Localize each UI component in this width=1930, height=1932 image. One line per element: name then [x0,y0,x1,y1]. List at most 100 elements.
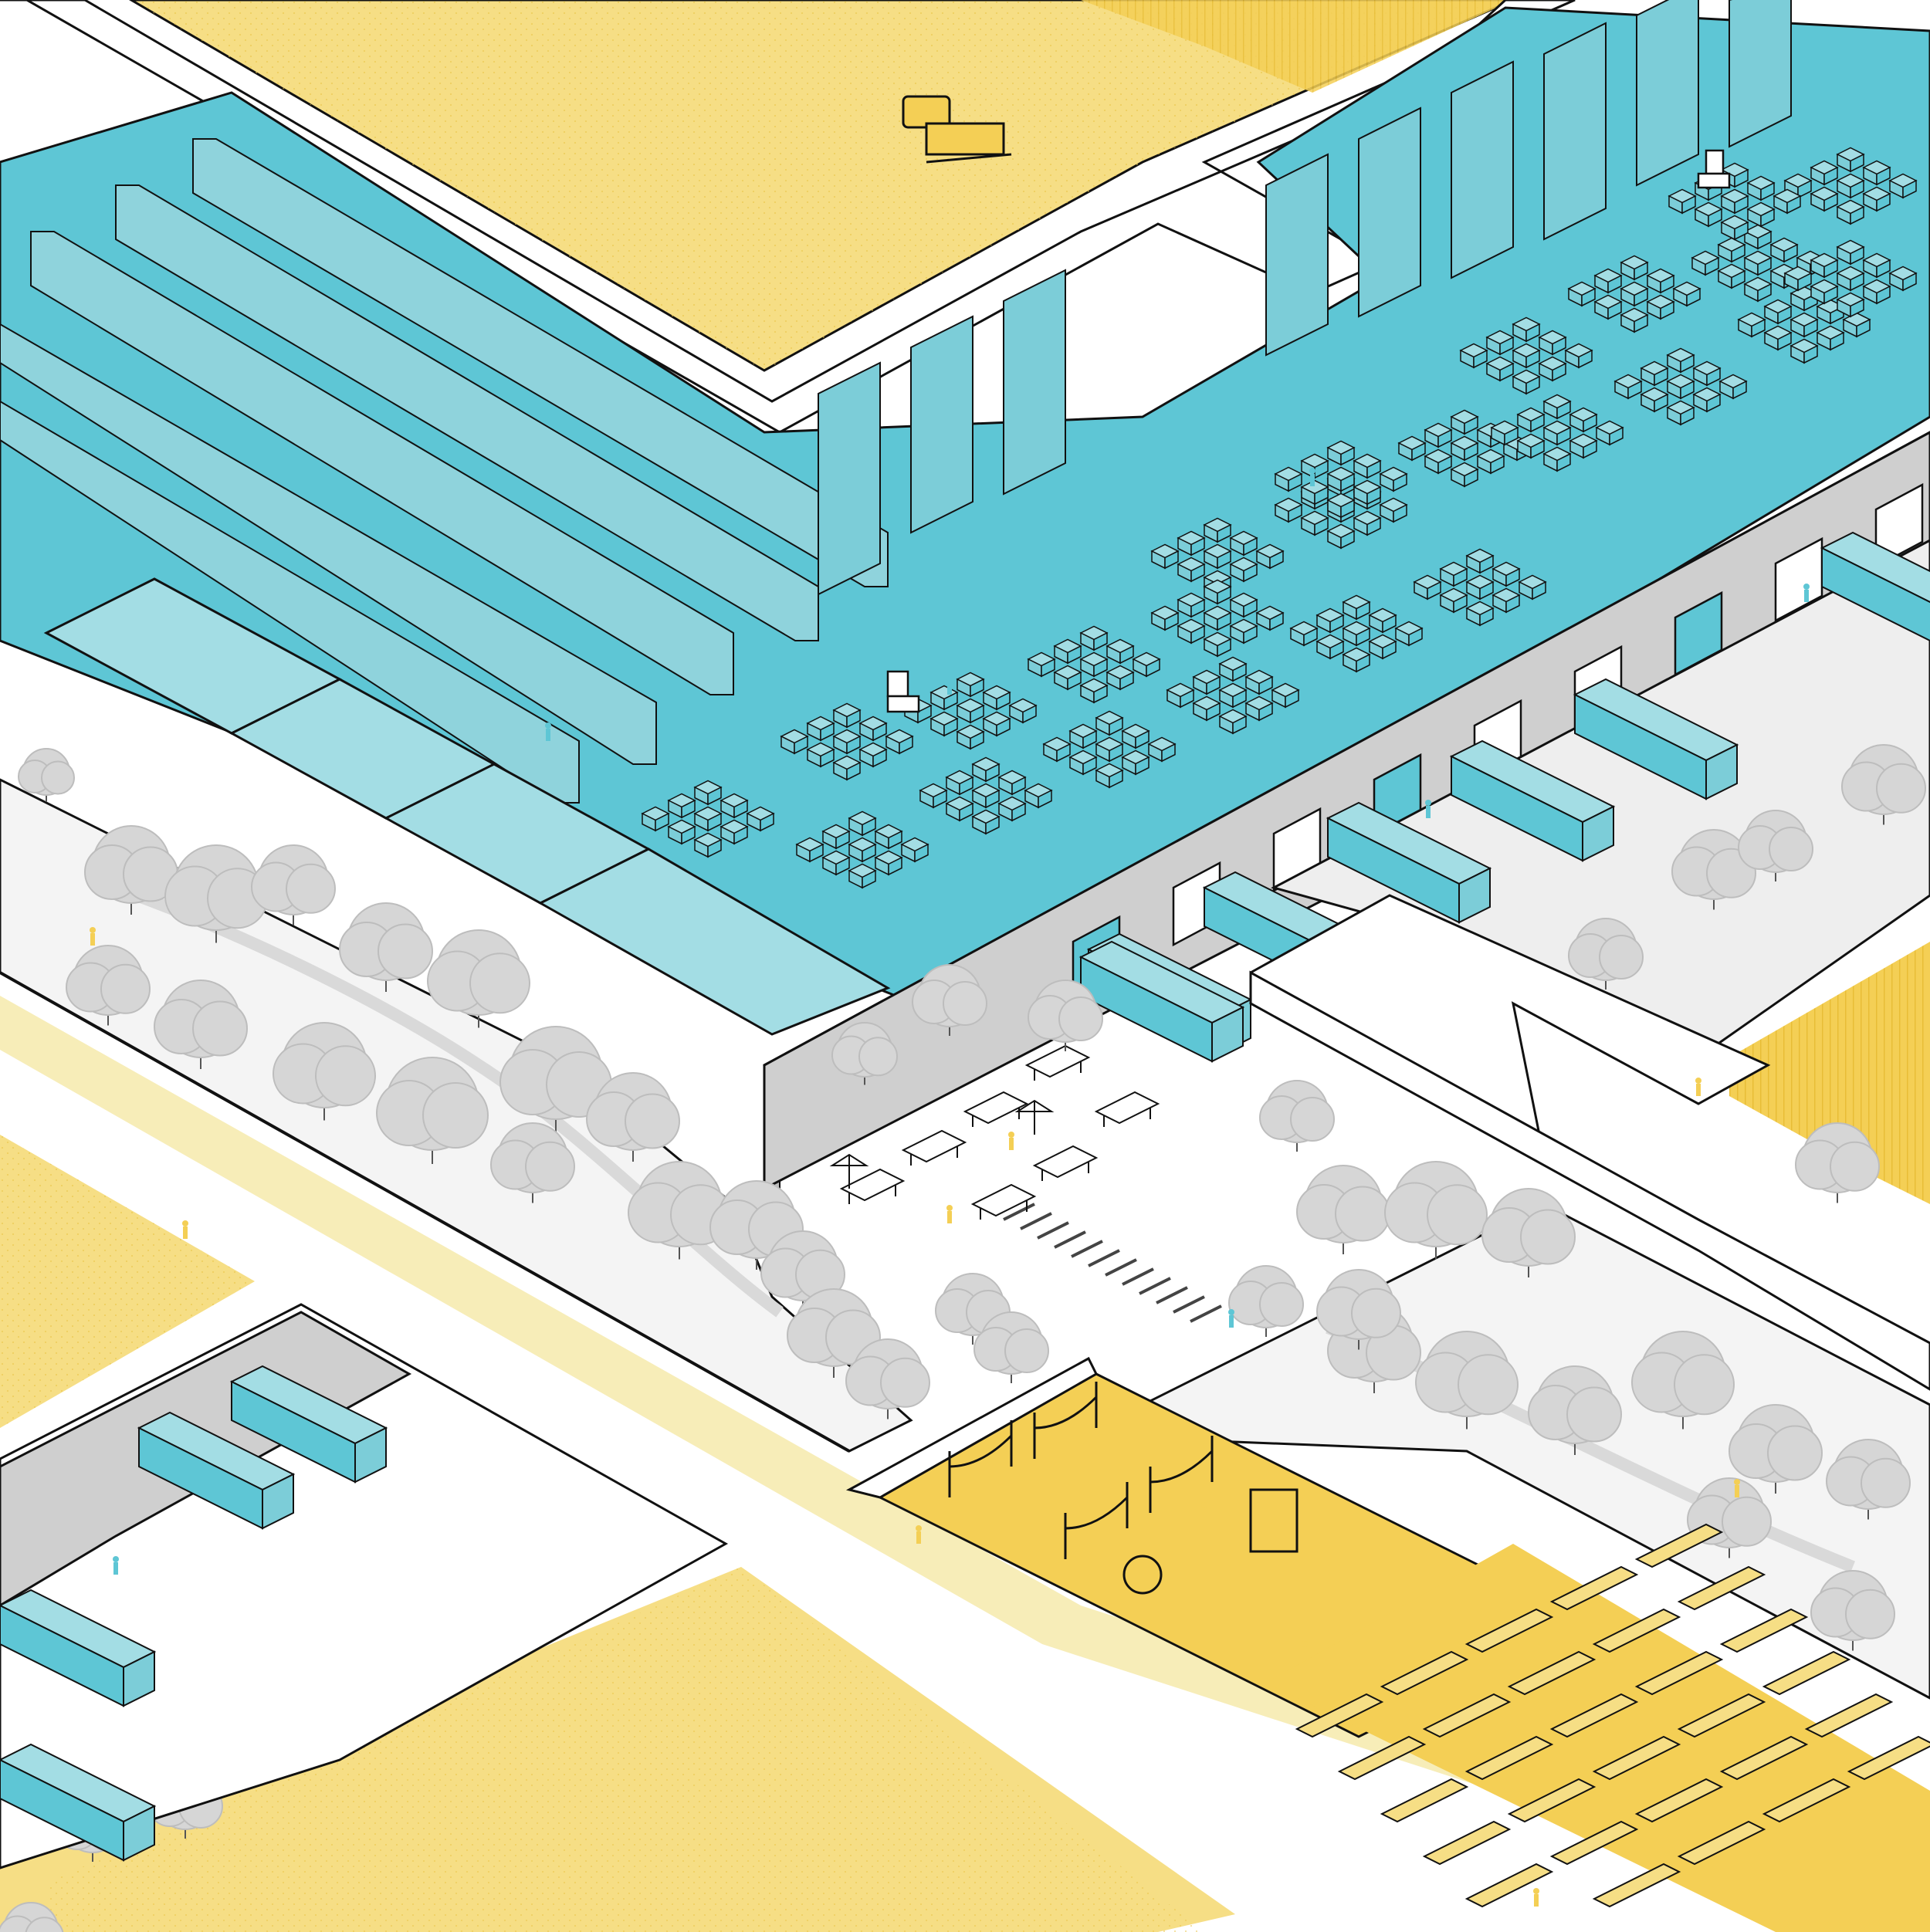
pallet-stack-icon [945,796,974,822]
pallet-stack-icon [1300,479,1329,506]
pallet-stack-icon [1315,634,1345,660]
tree-icon [1316,1269,1401,1350]
pallet-stack-icon [1095,763,1124,789]
garden-bed-icon [1380,1778,1469,1823]
pallet-stack-icon [1368,634,1397,660]
zebra-stripe [1105,1258,1137,1277]
pallet-stack-icon [1244,669,1274,695]
pallet-stack-icon [1353,479,1382,506]
person-icon [1425,800,1431,818]
tree-icon [1841,744,1926,825]
pallet-stack-icon [1300,510,1329,536]
tree-icon [1528,1365,1622,1455]
pallet-stack-icon [1177,557,1206,583]
pallet-stack-icon [1079,651,1109,678]
tree-icon [1296,1165,1390,1254]
garden-bed-icon [1507,1778,1596,1823]
person-icon [1803,584,1810,602]
storage-racks [0,138,889,804]
pallet-stack-icon [1862,186,1891,212]
tree-icon [164,844,268,943]
pallet-stack-icon [874,824,903,850]
pallet-stack-icon [1027,651,1056,678]
pallet-stack-icon [1862,279,1891,305]
tree-icon [273,1022,376,1121]
pallet-stack-icon [1192,669,1221,695]
person-icon [1533,1888,1539,1907]
garden-bed-icon [1634,1778,1724,1823]
pallet-stack-icon [1816,325,1845,351]
secondary-loading-yard [0,1303,729,1869]
pallet-stack-icon [1342,647,1371,673]
storage-cells [43,577,891,1036]
pallet-stack-icon [1255,605,1285,631]
hammock-icon [1150,1450,1214,1484]
garden-bed-icon [1719,1608,1809,1653]
garden-bed-icon [1464,1863,1554,1908]
pallet-stack-icon [1326,492,1356,519]
pallet-stack-icon [1746,175,1776,201]
truck-trailer-icon [229,1365,388,1484]
pallet-stack-icon [982,711,1011,737]
umbrella-icon [829,1153,869,1189]
pallet-stack-icon [1564,343,1593,369]
pallet-stack-icon [667,793,696,819]
pallet-stack-icon [1203,543,1232,570]
dock-door [1774,536,1823,623]
pallet-stack-icon [1439,587,1468,614]
pallet-stack-icon [1593,294,1623,320]
pallet-stack-icon [1492,561,1521,587]
pedestrian-crossing [1003,1203,1222,1323]
person-icon [1008,1132,1014,1150]
pallet-stack-icon [1783,266,1813,292]
truck-trailer-icon [1449,739,1616,862]
umbrella-icon [1014,1099,1055,1135]
garden-bed-icon [1295,1693,1384,1738]
pallet-stack-icon [945,770,974,796]
pallet-stack-icon [1810,279,1839,305]
tree-icon [1738,810,1813,881]
pallet-stack-icon [1271,682,1300,709]
pallet-stack-icon [929,711,959,737]
hammock-icon [949,1434,1013,1468]
tree-icon [66,945,151,1026]
pallet-stack-icon [1640,387,1669,413]
truck-trailer-icon [1078,940,1245,1063]
truck-trailers-secondary [0,1365,388,1862]
zebra-stripe [1156,1286,1188,1304]
person-icon [1302,1641,1308,1660]
pallet-stack-icon [806,742,835,768]
pallet-stack-icon [1512,316,1541,343]
pallet-stack-icon [1692,387,1722,413]
pallet-stack-icon [1516,407,1546,433]
pallet-stack-icon [1668,188,1697,215]
pallet-stack-icon [885,729,914,755]
tree-icon [1384,1161,1488,1260]
pallet-stack-icon [1810,160,1839,186]
pallet-stack-icon [1694,201,1723,228]
pallet-stack-icon [1132,651,1161,678]
pallet-stack-icon [1274,466,1303,492]
pallet-stack-icon [1569,407,1598,433]
pallet-stack-icon [1424,448,1453,475]
pallet-stack-icon [956,672,985,698]
tree-icon [845,1338,930,1419]
pallet-stack-icon [1368,607,1397,634]
pallet-stack-icon [1743,276,1773,303]
pallet-stack-icon [1783,173,1813,199]
picnic-area [829,1044,1160,1220]
climbing-frame-icon [1249,1488,1299,1553]
pallet-stack-icon [795,837,824,863]
pallet-stack-icon [693,780,723,806]
pallet-stack-icon [1300,453,1329,479]
pallet-stack-icon [832,729,862,755]
pallet-stack-icon [1743,224,1773,250]
pallet-stack-icon [1106,638,1135,665]
pallet-stack-icon [1121,723,1150,749]
tree-icon [760,1230,845,1311]
pallet-stack-icon [1397,435,1427,462]
garden-bed-icon [1464,1735,1554,1781]
pallet-stack-icon [1542,420,1572,446]
pallet-stack-icon [1315,607,1345,634]
pallet-stack-icon [1274,497,1303,523]
